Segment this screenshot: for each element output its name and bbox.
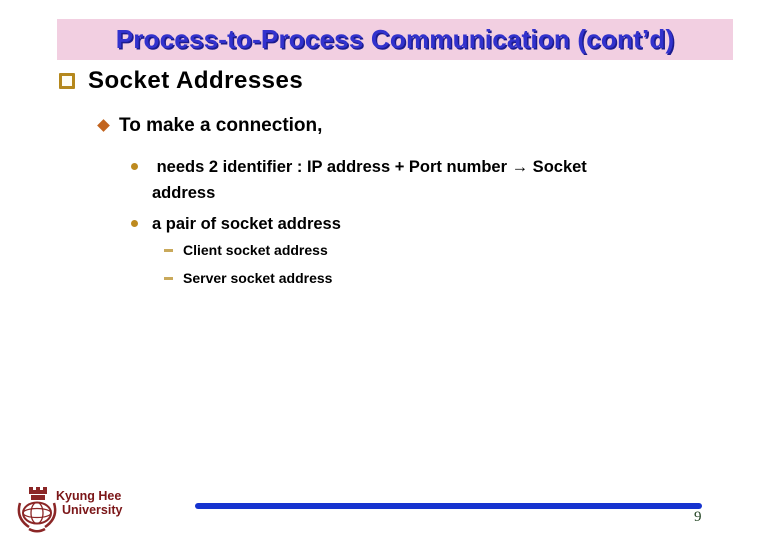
dash-bullet-icon: [164, 249, 173, 252]
university-logo-icon: [17, 487, 57, 533]
circle-bullet-icon: [131, 163, 138, 170]
item1-text: needs 2 identifier : IP address + Port n…: [152, 158, 587, 202]
square-bullet-icon: [59, 73, 75, 89]
slide-title: Process-to-Process Communication (cont’d…: [115, 24, 675, 54]
bullet-row-subitem2: Server socket address: [164, 269, 332, 287]
university-name: Kyung Hee University: [56, 489, 122, 517]
diamond-bullet-icon: [97, 119, 110, 132]
footer-divider-line: [195, 503, 702, 509]
slide-title-bar: Process-to-Process Communication (cont’d…: [57, 19, 733, 60]
circle-bullet-icon: [131, 220, 138, 227]
item2-text: a pair of socket address: [152, 215, 341, 233]
bullet-row-item2: a pair of socket address: [131, 211, 341, 237]
bullet-row-subitem1: Client socket address: [164, 241, 328, 259]
university-name-line1: Kyung Hee: [56, 489, 122, 503]
bullet-row-item1: needs 2 identifier : IP address + Port n…: [131, 154, 587, 206]
university-name-line2: University: [62, 503, 123, 517]
heading-text: Socket Addresses: [88, 67, 304, 94]
page-number: 9: [694, 509, 702, 525]
subitem1-text: Client socket address: [183, 242, 328, 258]
subitem2-text: Server socket address: [183, 270, 333, 286]
dash-bullet-icon: [164, 277, 173, 280]
bullet-row-heading: Socket Addresses: [59, 68, 303, 94]
subheading-text: To make a connection,: [119, 115, 323, 136]
bullet-row-subheading: To make a connection,: [97, 115, 323, 137]
